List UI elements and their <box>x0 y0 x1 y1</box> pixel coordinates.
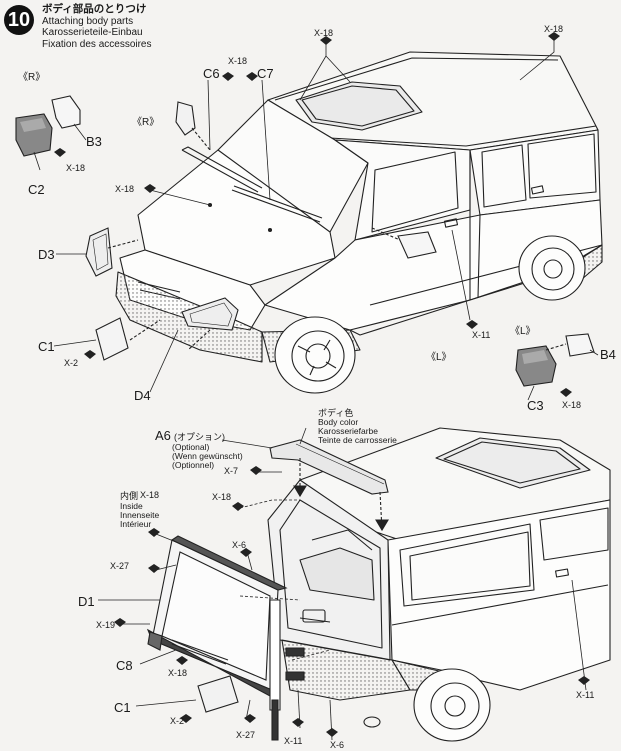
part-d4-label: D4 <box>134 388 151 403</box>
side-right-label: 《R》 <box>18 72 46 83</box>
title-fr: Fixation des accessoires <box>42 38 152 50</box>
a6-fr-label: (Optionnel) <box>172 460 215 470</box>
part-c6-label: C6 <box>203 66 220 81</box>
inside-de-label: Innenseite <box>120 510 160 520</box>
body-color-en-label: Body color <box>318 417 359 427</box>
side-left-label: 《L》 <box>510 326 536 337</box>
part-d3-label: D3 <box>38 247 55 262</box>
bottom-parts <box>146 439 389 741</box>
body-color-de-label: Karosseriefarbe <box>318 426 379 436</box>
part-a6-label: A6 <box>155 428 171 443</box>
bottom-screw-icons <box>114 466 590 737</box>
part-c3-label: C3 <box>527 398 544 413</box>
part-b4-label: B4 <box>600 347 616 362</box>
step-number-badge: 10 <box>4 5 34 35</box>
screw-x11-bottom-label: X-11 <box>284 736 303 746</box>
step-titles: ボディ部品のとりつけ Attaching body parts Karosser… <box>42 3 152 50</box>
screw-a6-label: X-7 <box>224 466 239 476</box>
inside-en-label: Inside <box>120 501 143 511</box>
a6-jp-label: (オプション) <box>174 432 225 442</box>
screw-x27-top-label: X-27 <box>110 561 130 571</box>
a6-de-label: (Wenn gewünscht) <box>172 451 243 461</box>
title-jp: ボディ部品のとりつけ <box>42 3 147 15</box>
step-number: 10 <box>7 8 31 31</box>
part-d1-label: D1 <box>78 594 95 609</box>
top-parts <box>15 95 595 387</box>
screw-c3-label: X-18 <box>562 400 582 410</box>
part-c8-label: C8 <box>116 658 133 673</box>
screw-c6c7-label: X-18 <box>228 56 248 66</box>
screw-x19-label: X-19 <box>96 620 116 630</box>
screw-c8-label: X-18 <box>168 668 188 678</box>
part-c1-bottom-label: C1 <box>114 700 131 715</box>
screw-c1-bottom-label: X-2 <box>170 716 185 726</box>
part-c1-label: C1 <box>38 339 55 354</box>
screw-x6-left-label: X-6 <box>232 540 247 550</box>
title-en: Attaching body parts <box>42 15 134 27</box>
top-screw-icons <box>54 32 572 397</box>
a6-en-label: (Optional) <box>172 442 210 452</box>
part-c7-label: C7 <box>257 66 274 81</box>
top-car-drawing <box>115 51 603 394</box>
body-color-fr-label: Teinte de carrosserie <box>318 435 397 445</box>
screw-top-label: X-18 <box>212 492 232 502</box>
screw-x11-right-label: X-11 <box>576 690 595 700</box>
inside-jp-label: 内側 <box>120 491 139 501</box>
part-c2-label: C2 <box>28 182 45 197</box>
bottom-car-drawing <box>267 427 611 742</box>
part-b3-label: B3 <box>86 134 102 149</box>
screw-mirror-l-label: X-11 <box>472 330 491 340</box>
body-color-jp-label: ボディ色 <box>318 408 354 418</box>
screw-c1-label: X-2 <box>64 358 79 368</box>
screw-roof-label: X-18 <box>314 28 334 38</box>
screw-b3-label: X-18 <box>66 163 86 173</box>
title-de: Karosserieteile-Einbau <box>42 27 143 38</box>
screw-x6-bottom-label: X-6 <box>330 740 345 750</box>
screw-roof-right-label: X-18 <box>544 24 564 34</box>
top-leaders <box>33 40 599 401</box>
inside-fr-label: Intérieur <box>120 519 152 529</box>
inside-screw-label: X-18 <box>140 490 160 500</box>
side-right-label-2: 《R》 <box>132 117 160 128</box>
side-left-label-2: 《L》 <box>426 352 452 363</box>
screw-hood-label: X-18 <box>115 184 135 194</box>
screw-x27-bottom-label: X-27 <box>236 730 256 740</box>
